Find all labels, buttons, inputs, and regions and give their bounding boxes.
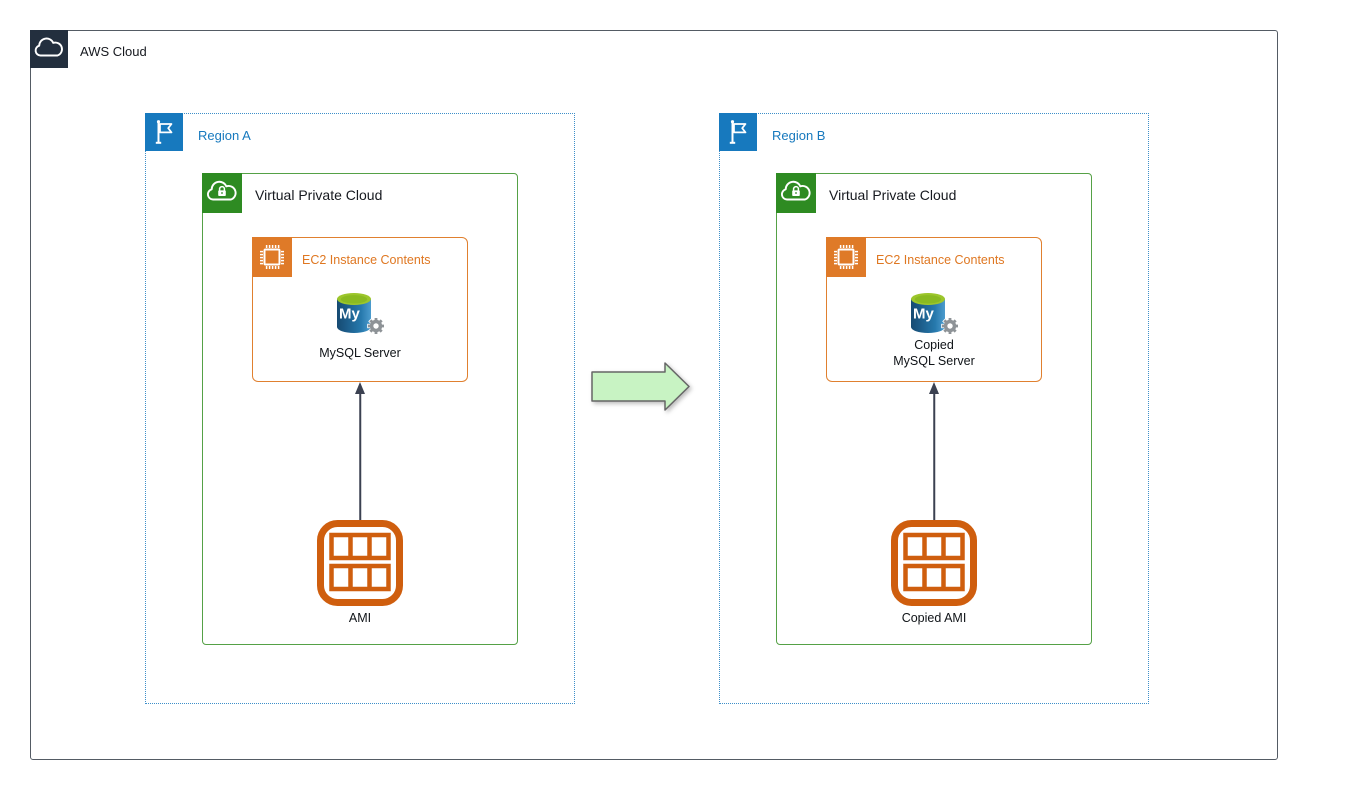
region-b-group: Region B Virtual Private Cloud EC2 Insta… [719,113,1149,704]
vpc-label: Virtual Private Cloud [255,187,383,203]
ec2-chip-icon [826,237,866,277]
aws-cloud-icon [30,30,68,68]
vpc-group: Virtual Private Cloud EC2 Instance Conte… [776,173,1092,645]
mysql-server-label-line2: MySQL Server [893,354,975,368]
vpc-label: Virtual Private Cloud [829,187,957,203]
ec2-label: EC2 Instance Contents [302,253,431,267]
region-a-group: Region A Virtual Private Cloud EC2 Insta… [145,113,575,704]
mysql-server-label-line1: Copied [914,338,954,352]
copied-ami-label: Copied AMI [901,611,967,625]
vpc-cloud-lock-icon [202,173,242,213]
copied-ami-icon [890,519,978,607]
region-flag-icon [145,113,183,151]
mysql-database-gear-icon [910,292,959,335]
ami-icon [316,519,404,607]
region-a-label: Region A [198,128,251,143]
ec2-instance-contents-group: EC2 Instance Contents Copied MySQL Serve… [826,237,1042,382]
region-b-label: Region B [772,128,826,143]
mysql-database-gear-icon [336,292,385,335]
vpc-group: Virtual Private Cloud EC2 Instance Conte… [202,173,518,645]
connector-line [933,393,935,520]
ec2-chip-icon [252,237,292,277]
copied-mysql-server-label: Copied MySQL Server [834,334,1034,372]
vpc-cloud-lock-icon [776,173,816,213]
ami-label: AMI [348,611,372,625]
mysql-server-label-line1: MySQL Server [319,346,401,360]
mysql-server-label: MySQL Server [260,334,460,372]
connector-arrowhead-up [929,382,939,394]
connector-arrowhead-up [355,382,365,394]
ec2-label: EC2 Instance Contents [876,253,1005,267]
aws-cloud-label: AWS Cloud [80,44,147,59]
connector-line [359,393,361,520]
region-flag-icon [719,113,757,151]
ec2-instance-contents-group: EC2 Instance Contents MySQL Server [252,237,468,382]
copy-right-arrow-icon [591,362,690,411]
